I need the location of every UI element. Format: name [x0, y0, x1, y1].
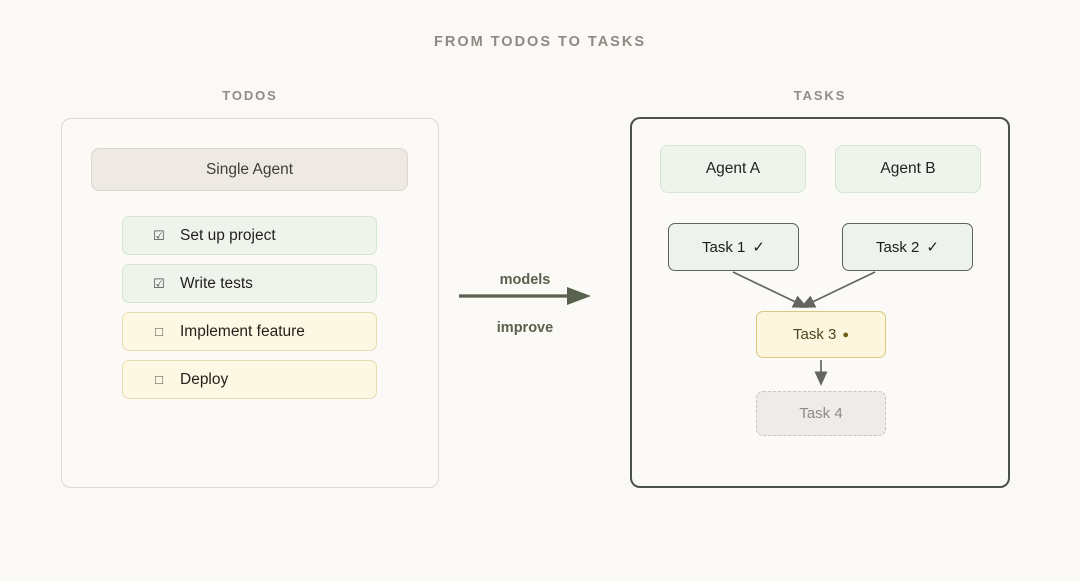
- todo-label: Implement feature: [180, 322, 305, 340]
- agent-label: Agent A: [705, 160, 761, 177]
- task-node-3[interactable]: Task 3 ●: [756, 311, 886, 358]
- checked-box-icon[interactable]: ☑: [153, 228, 165, 243]
- task-label: Task 4: [799, 405, 843, 422]
- agent-box-b[interactable]: Agent B: [835, 145, 981, 193]
- task-node-1[interactable]: Task 1 ✓: [668, 223, 799, 271]
- single-agent-box: Single Agent: [91, 148, 408, 191]
- todo-item[interactable]: ☑ Write tests: [122, 264, 377, 303]
- page-title: FROM TODOS TO TASKS: [433, 34, 646, 50]
- todo-label: Write tests: [180, 274, 253, 292]
- empty-box-icon[interactable]: □: [155, 324, 163, 339]
- todo-item[interactable]: ☑ Set up project: [122, 216, 377, 255]
- checked-box-icon[interactable]: ☑: [153, 276, 165, 291]
- task-node-2[interactable]: Task 2 ✓: [842, 223, 973, 271]
- todo-item[interactable]: □ Implement feature: [122, 312, 377, 351]
- check-icon: ✓: [752, 239, 765, 256]
- right-arrow-icon: [459, 287, 591, 305]
- single-agent-label: Single Agent: [205, 160, 294, 178]
- todo-label: Set up project: [180, 226, 276, 244]
- tasks-column-title: TASKS: [793, 88, 847, 103]
- dot-icon: ●: [842, 328, 849, 341]
- agent-label: Agent B: [880, 160, 936, 177]
- empty-box-icon[interactable]: □: [155, 372, 163, 387]
- transition-label-bottom: improve: [496, 320, 554, 336]
- transition-label-top: models: [499, 272, 551, 288]
- task-label: Task 1: [702, 238, 746, 256]
- task-node-4[interactable]: Task 4: [756, 391, 886, 436]
- task-label: Task 2: [876, 238, 920, 256]
- check-icon: ✓: [926, 239, 939, 256]
- todo-label: Deploy: [180, 370, 229, 388]
- task-label: Task 3: [792, 326, 837, 343]
- todos-column-title: TODOS: [222, 88, 278, 103]
- agent-box-a[interactable]: Agent A: [660, 145, 806, 193]
- todo-item[interactable]: □ Deploy: [122, 360, 377, 399]
